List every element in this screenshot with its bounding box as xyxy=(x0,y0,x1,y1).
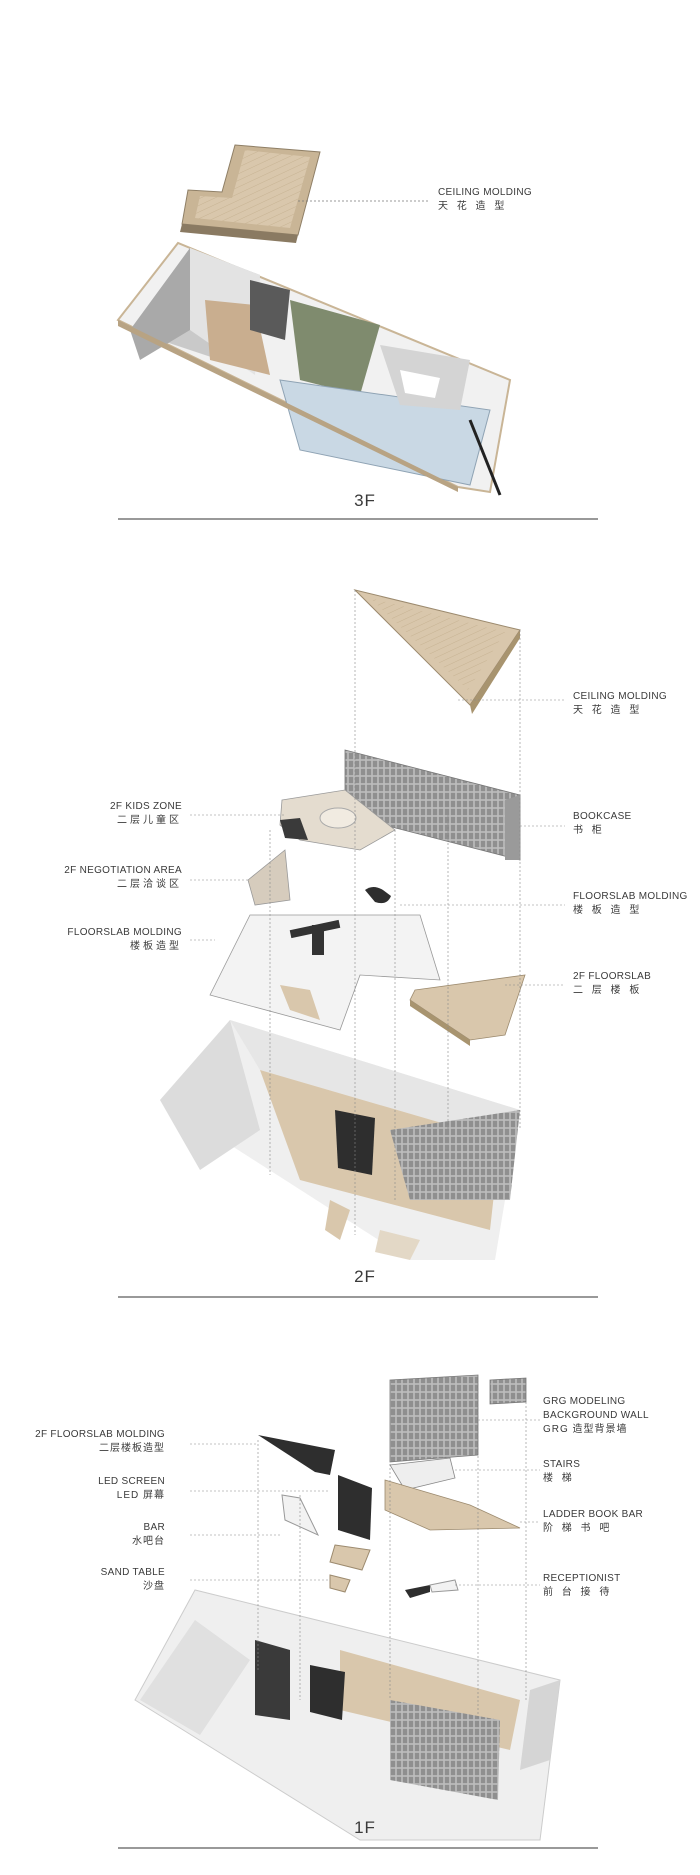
negotiation-area-2f xyxy=(247,849,291,906)
leaders-2f xyxy=(190,590,565,1235)
label-negotiation-area-2f: 2F NEGOTIATION AREA 二层洽谈区 xyxy=(64,865,182,890)
leaders-1f xyxy=(190,1380,540,1720)
building-1f xyxy=(134,1589,561,1841)
sand-table-1f xyxy=(329,1544,371,1593)
ceiling-molding-2f xyxy=(353,589,521,714)
kids-zone-2f xyxy=(279,789,396,851)
label-ladder-book-bar-1f: LADDER BOOK BAR 阶 梯 书 吧 xyxy=(543,1509,644,1534)
grg-background-wall-1f xyxy=(389,1374,527,1463)
stairs-1f xyxy=(389,1457,456,1491)
floorslab-2f-right xyxy=(409,974,526,1046)
label-grg-background-wall-1f: GRG MODELING BACKGROUND WALL GRG 造型背景墙 xyxy=(543,1396,649,1435)
floor-title-1f: 1F xyxy=(354,1818,376,1837)
ladder-book-bar-1f xyxy=(384,1479,521,1531)
label-2f-floorslab: 2F FLOORSLAB 二 层 楼 板 xyxy=(573,971,652,996)
floorslab-molding-1f xyxy=(258,1435,335,1475)
label-ceiling-molding-2f: CEILING MOLDING 天 花 造 型 xyxy=(573,691,667,716)
building-2f xyxy=(160,1020,520,1260)
floorslab-2f xyxy=(209,914,441,1031)
floor-title-3f: 3F xyxy=(354,491,376,510)
building-3f xyxy=(116,241,512,496)
receptionist-1f xyxy=(405,1579,459,1598)
label-stairs-1f: STAIRS 楼 梯 xyxy=(543,1459,581,1484)
label-floorslab-molding-2f-right: FLOORSLAB MOLDING 楼 板 造 型 xyxy=(573,891,688,916)
ceiling-molding-3f xyxy=(180,144,321,243)
led-screen-1f xyxy=(281,1475,372,1540)
label-sand-table-1f: SAND TABLE 沙盘 xyxy=(100,1567,165,1592)
floor-title-2f: 2F xyxy=(354,1267,376,1286)
label-led-screen-1f: LED SCREEN LED 屏幕 xyxy=(98,1476,165,1501)
label-bookcase-2f: BOOKCASE 书 柜 xyxy=(573,811,632,836)
floorslab-molding-2f-right xyxy=(365,887,391,904)
label-ceiling-molding-3f: CEILING MOLDING 天 花 造 型 xyxy=(438,187,532,212)
label-2f-floorslab-molding-1f: 2F FLOORSLAB MOLDING 二层楼板造型 xyxy=(35,1429,165,1454)
label-receptionist-1f: RECEPTIONIST 前 台 接 待 xyxy=(543,1573,621,1598)
label-bar-1f: BAR 水吧台 xyxy=(132,1522,165,1547)
label-floorslab-molding-2f-left: FLOORSLAB MOLDING 楼板造型 xyxy=(67,927,182,952)
label-kids-zone-2f: 2F KIDS ZONE 二层儿童区 xyxy=(110,801,182,826)
